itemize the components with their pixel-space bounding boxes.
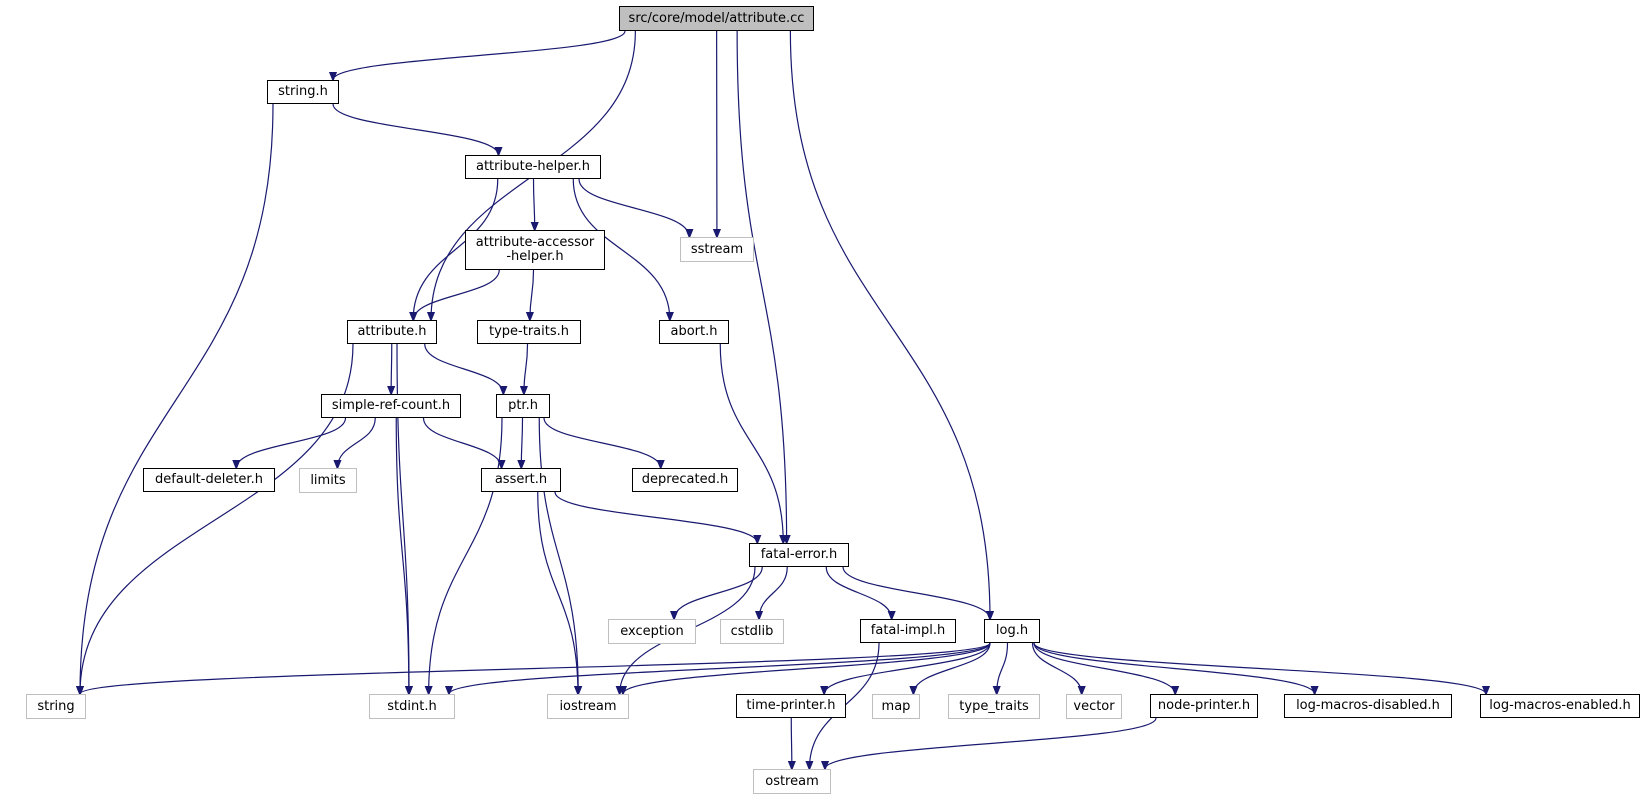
node-string: string (26, 694, 86, 719)
edge-log-h-to-log-macros-enabled-h (1033, 642, 1486, 694)
edge-attribute-h-to-simple-ref-count-h (391, 343, 392, 394)
edge-attribute-h-to-ptr-h (424, 343, 504, 394)
edge-fatal-error-h-to-log-h (842, 566, 990, 619)
node-iostream: iostream (547, 694, 629, 719)
edge-attribute-accessor-helper-h-to-attribute-h (413, 269, 500, 320)
edge-log-h-to-time-printer-h (824, 642, 991, 694)
edge-type-traits-h-to-ptr-h (524, 343, 528, 394)
node-default-deleter-h[interactable]: default-deleter.h (143, 468, 275, 492)
edge-simple-ref-count-h-to-stdint-h (395, 417, 409, 694)
edge-ptr-h-to-deprecated-h (543, 417, 661, 468)
edge-fatal-error-h-to-cstdlib (759, 566, 788, 619)
node-root[interactable]: src/core/model/attribute.cc (619, 6, 814, 31)
node-log-macros-disabled-h[interactable]: log-macros-disabled.h (1284, 694, 1452, 718)
edge-fatal-error-h-to-fatal-impl-h (825, 566, 891, 619)
edge-simple-ref-count-h-to-assert-h (422, 417, 502, 468)
edge-string-h-to-string (80, 103, 274, 694)
node-deprecated-h[interactable]: deprecated.h (632, 468, 738, 492)
node-attribute-accessor-helper-h[interactable]: attribute-accessor -helper.h (465, 230, 605, 270)
edge-log-h-to-type-traits (997, 642, 1009, 694)
edge-root-to-fatal-error-h (736, 30, 787, 543)
node-string-h[interactable]: string.h (267, 80, 339, 104)
node-type-traits: type_traits (948, 694, 1040, 719)
node-log-macros-enabled-h[interactable]: log-macros-enabled.h (1480, 694, 1640, 718)
node-stdint-h: stdint.h (369, 694, 455, 719)
edge-ptr-h-to-assert-h (521, 417, 522, 468)
edge-abort-h-to-fatal-error-h (719, 343, 783, 543)
node-limits: limits (299, 468, 357, 493)
node-simple-ref-count-h[interactable]: simple-ref-count.h (321, 394, 461, 418)
edge-log-h-to-stdint-h (449, 642, 991, 694)
edge-assert-h-to-fatal-error-h (554, 491, 757, 543)
edge-log-h-to-iostream (623, 642, 991, 694)
node-vector: vector (1066, 694, 1122, 719)
edge-log-h-to-node-printer-h (1033, 642, 1175, 694)
node-fatal-error-h[interactable]: fatal-error.h (749, 543, 849, 567)
edge-attribute-h-to-string (80, 343, 354, 694)
edge-root-to-log-h (789, 30, 990, 619)
node-node-printer-h[interactable]: node-printer.h (1150, 694, 1258, 718)
edge-attribute-helper-h-to-attribute-accessor-helper-h (534, 178, 535, 230)
edge-log-h-to-log-macros-disabled-h (1033, 642, 1315, 694)
node-attribute-h[interactable]: attribute.h (347, 320, 437, 344)
edge-ptr-h-to-stdint-h (429, 417, 503, 694)
edge-time-printer-h-to-ostream (791, 717, 792, 769)
edge-assert-h-to-iostream (537, 491, 578, 694)
edge-ptr-h-to-iostream (538, 417, 578, 694)
edge-log-h-to-map (913, 642, 991, 694)
node-time-printer-h[interactable]: time-printer.h (736, 694, 846, 718)
edge-log-h-to-string (80, 642, 991, 694)
edges (80, 30, 1486, 769)
edge-simple-ref-count-h-to-limits (337, 417, 376, 468)
edge-attribute-helper-h-to-sstream (578, 178, 689, 237)
node-attribute-helper-h[interactable]: attribute-helper.h (465, 155, 601, 179)
edge-attribute-accessor-helper-h-to-type-traits-h (530, 269, 534, 320)
node-log-h[interactable]: log.h (984, 619, 1040, 643)
edge-log-h-to-vector (1031, 642, 1082, 694)
edge-simple-ref-count-h-to-default-deleter-h (236, 417, 347, 468)
edge-node-printer-h-to-ostream (825, 717, 1157, 769)
node-type-traits-h[interactable]: type-traits.h (477, 320, 581, 344)
node-fatal-impl-h[interactable]: fatal-impl.h (860, 619, 956, 643)
node-exception: exception (608, 619, 696, 644)
node-ostream: ostream (753, 769, 831, 794)
edge-root-to-string-h (333, 30, 626, 80)
edge-attribute-helper-h-to-abort-h (572, 178, 670, 320)
edge-fatal-error-h-to-exception (674, 566, 763, 619)
edge-string-h-to-attribute-helper-h (332, 103, 499, 155)
edge-attribute-helper-h-to-attribute-h (413, 178, 499, 320)
node-map: map (872, 694, 920, 719)
node-cstdlib: cstdlib (720, 619, 784, 644)
node-assert-h[interactable]: assert.h (481, 468, 561, 492)
node-ptr-h[interactable]: ptr.h (496, 394, 550, 418)
node-abort-h[interactable]: abort.h (659, 320, 729, 344)
node-sstream: sstream (680, 237, 754, 262)
